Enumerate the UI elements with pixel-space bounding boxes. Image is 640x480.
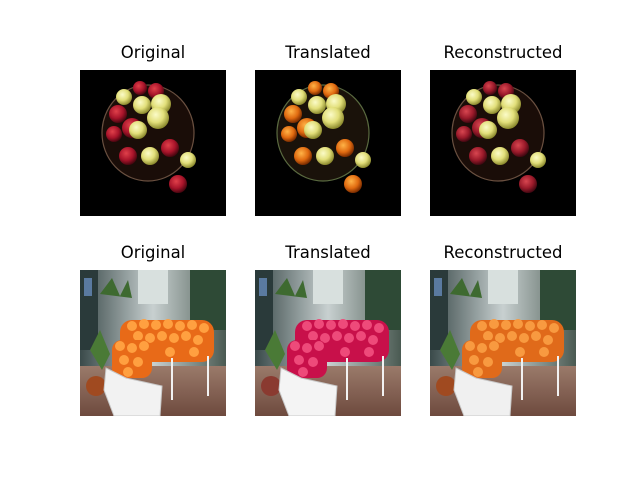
fruit-bowl-oranges-image [255, 70, 401, 216]
orange-stall-reconstructed-image [430, 270, 576, 416]
panel-title: Original [120, 243, 186, 262]
fruit-bowl-apples-image [80, 70, 226, 216]
panel-title: Original [120, 43, 186, 62]
apple-stall-image [255, 270, 401, 416]
panel-title: Translated [285, 243, 371, 262]
orange-stall-image [80, 270, 226, 416]
panel-title: Translated [285, 43, 371, 62]
panel-title: Reconstructed [443, 243, 563, 262]
panel-title: Reconstructed [443, 43, 563, 62]
fruit-bowl-apples-reconstructed-image [430, 70, 576, 216]
